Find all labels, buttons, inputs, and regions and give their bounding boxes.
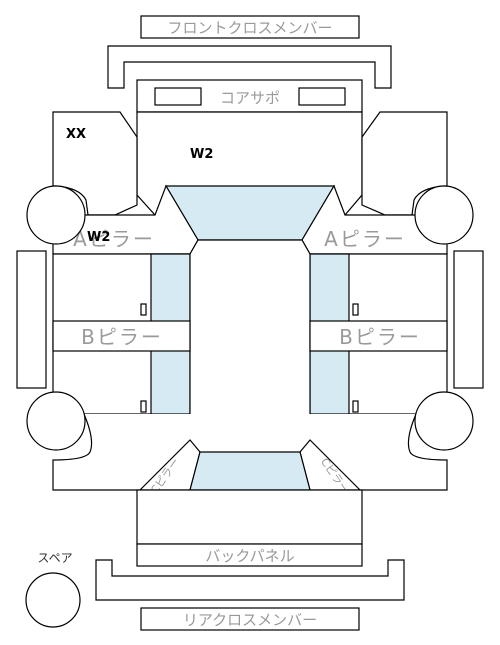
front-bumper-outline — [107, 45, 392, 89]
a-pillar-right-label: Aピラー — [324, 227, 406, 251]
front-left-wheel — [26, 185, 86, 245]
left-b-pillar — [52, 320, 191, 352]
core-support-label: コアサポ — [220, 89, 280, 107]
front-right-wheel — [414, 185, 474, 245]
right-b-pillar — [309, 320, 448, 352]
left-rear-door-handle — [140, 400, 147, 413]
back-panel-label: バックパネル — [205, 547, 294, 565]
damage-mark-xx: XX — [66, 127, 86, 142]
rear-cross-member-label: リアクロスメンバー — [183, 611, 317, 629]
rear-bumper-outline — [95, 559, 405, 601]
damage-mark-w2-front: W2 — [190, 147, 213, 162]
rear-right-wheel — [414, 391, 474, 451]
rear-left-wheel — [26, 391, 86, 451]
right-side-step — [453, 250, 484, 389]
back-panel — [136, 543, 363, 567]
front-cross-member: フロントクロスメンバー — [140, 15, 360, 39]
front-cross-member-label: フロントクロスメンバー — [167, 19, 332, 37]
a-pillar-left-label: Aピラー — [73, 227, 155, 251]
right-rear-door-handle — [352, 400, 359, 413]
trunk-lid — [136, 489, 363, 545]
left-front-door-handle — [140, 303, 147, 316]
b-pillar-right-label: Bピラー — [339, 325, 421, 349]
b-pillar-left-label: Bピラー — [81, 325, 163, 349]
rear-window — [189, 451, 311, 491]
spare-label: スペア — [37, 551, 72, 565]
damage-mark-w2-a-pillar: W2 — [87, 230, 110, 245]
right-front-door-handle — [352, 303, 359, 316]
rear-cross-member: リアクロスメンバー — [140, 607, 360, 631]
core-support: コアサポ — [136, 79, 363, 113]
spare-tire: スペア — [25, 551, 81, 628]
left-side-step — [16, 250, 47, 389]
